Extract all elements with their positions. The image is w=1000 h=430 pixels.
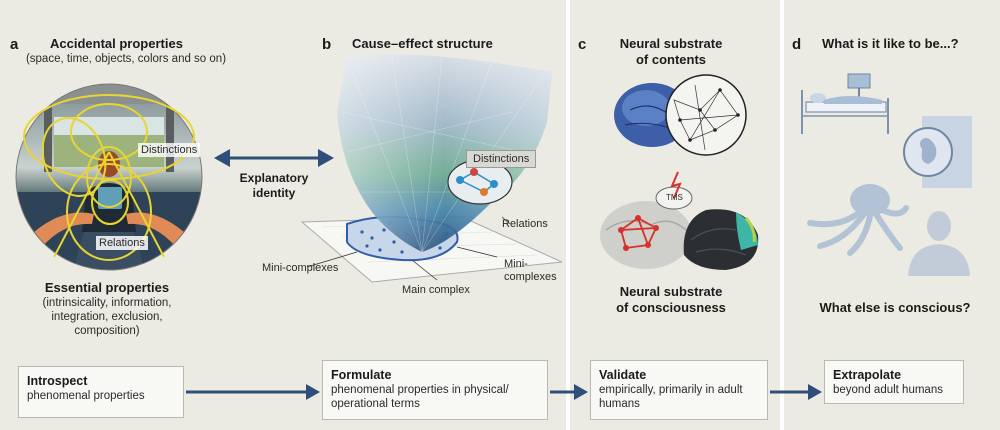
- cause-effect-structure-illustration: [300, 54, 562, 283]
- step-introspect-title: Introspect: [27, 374, 88, 388]
- panel-a-distinctions-label: Distinctions: [138, 143, 201, 157]
- essential-properties-line-3: composition): [74, 325, 140, 337]
- panel-c-bottom-line-2: of consciousness: [616, 300, 726, 315]
- essential-properties-line-1: (intrinsicality, information,: [42, 297, 172, 309]
- panel-a-subtitle: (space, time, objects, colors and so on): [25, 53, 227, 65]
- panel-c-bottom-line-1: Neural substrate: [619, 284, 723, 299]
- step-validate-box: Validate empirically, primarily in adult…: [590, 360, 768, 420]
- panel-d-letter: d: [792, 36, 802, 53]
- fetus-icon: [903, 116, 972, 188]
- octopus-icon: [807, 184, 909, 256]
- hospital-bed-patient-icon: [801, 73, 889, 134]
- panel-a-relations-label: Relations: [96, 236, 148, 250]
- panel-c-title-line-2: of contents: [635, 52, 707, 67]
- step-validate-title: Validate: [599, 368, 647, 382]
- panel-c-title-line-1: Neural substrate: [619, 36, 723, 51]
- step-formulate-title: Formulate: [331, 368, 392, 382]
- mini-complexes-left-label: Mini-complexes: [262, 262, 339, 274]
- step-validate-text-2: humans: [599, 398, 640, 410]
- panel-b-title: Cause–effect structure: [352, 36, 493, 51]
- neural-consciousness-brain-illustration: [600, 171, 759, 270]
- mini-complexes-right-label-2: complexes: [504, 271, 557, 283]
- flow-arrows: [186, 384, 822, 400]
- step-introspect-box: Introspect phenomenal properties: [18, 366, 184, 418]
- step-extrapolate-box: Extrapolate beyond adult humans: [824, 360, 964, 404]
- introspection-scene-illustration: [15, 83, 203, 271]
- explanatory-identity-label-2: identity: [252, 186, 296, 200]
- panel-b-distinctions-label: Distinctions: [466, 150, 537, 168]
- panel-c-letter: c: [578, 36, 587, 53]
- panel-d-bottom-question: What else is conscious?: [819, 300, 971, 315]
- step-extrapolate-text: beyond adult humans: [833, 384, 943, 396]
- mini-complexes-right-label-1: Mini-: [504, 258, 528, 270]
- step-formulate-box: Formulate phenomenal properties in physi…: [322, 360, 548, 420]
- main-complex-label: Main complex: [402, 284, 470, 296]
- panel-b-relations-label: Relations: [502, 218, 548, 230]
- step-formulate-text-1: phenomenal properties in physical/: [331, 384, 509, 396]
- neural-contents-brain-illustration: [614, 74, 747, 156]
- step-formulate-text-2: operational terms: [331, 398, 420, 410]
- essential-properties-title: Essential properties: [44, 280, 170, 295]
- explanatory-identity-double-arrow: [214, 149, 334, 167]
- explanatory-identity-label-1: Explanatory: [239, 171, 309, 185]
- panel-b-letter: b: [322, 36, 332, 53]
- essential-properties-line-2: integration, exclusion,: [51, 311, 163, 323]
- robot-humanoid-icon: [908, 211, 970, 276]
- panel-a-letter: a: [10, 36, 19, 53]
- step-validate-text-1: empirically, primarily in adult: [599, 384, 743, 396]
- step-introspect-text: phenomenal properties: [27, 390, 145, 402]
- panel-a-title: Accidental properties: [50, 36, 183, 51]
- panel-d-title: What is it like to be...?: [822, 36, 959, 51]
- step-extrapolate-title: Extrapolate: [833, 368, 902, 382]
- tms-label: TMS: [666, 193, 683, 202]
